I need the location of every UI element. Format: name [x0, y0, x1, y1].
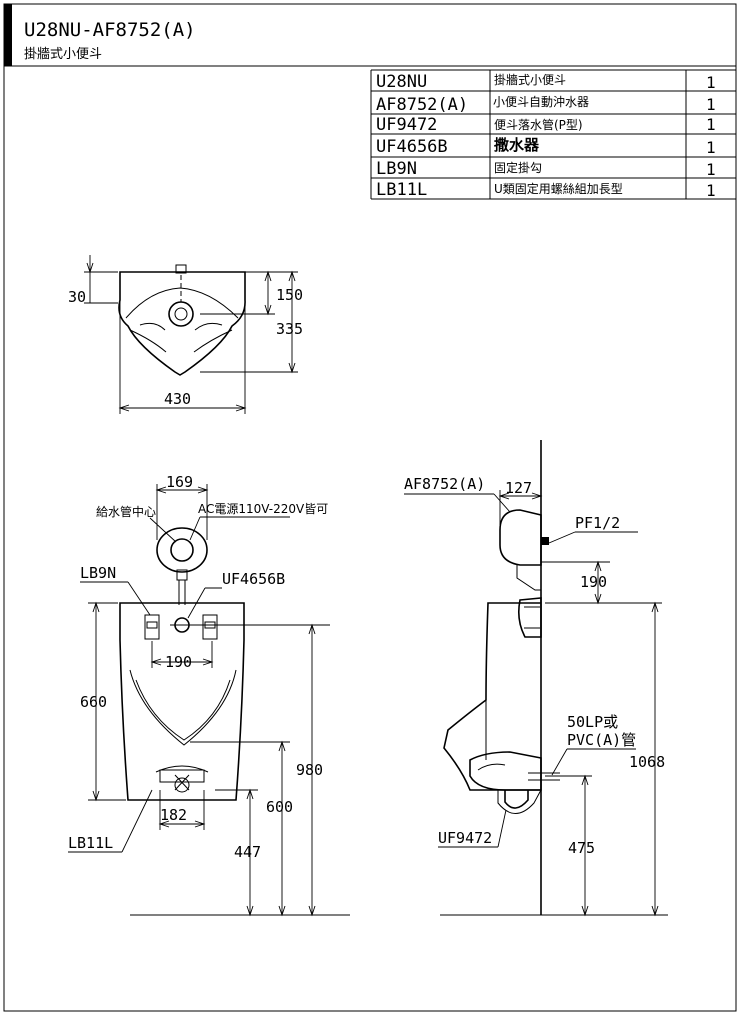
- dim-600-label: 600: [266, 798, 293, 816]
- part-name: 小便斗自動沖水器: [493, 95, 589, 109]
- dim-660-label: 660: [80, 693, 107, 711]
- sheet-border: [3, 3, 737, 1012]
- part-code: LB9N: [376, 159, 417, 179]
- dim-980-label: 980: [296, 761, 323, 779]
- part-code: AF8752(A): [376, 95, 468, 115]
- dim-169-label: 169: [166, 473, 193, 491]
- title-bar-accent: [4, 4, 12, 66]
- dim-430-label: 430: [164, 390, 191, 408]
- dim-447-label: 447: [234, 843, 261, 861]
- pipe-label-line1: 50LP或: [567, 713, 618, 731]
- parts-table: U28NU 掛牆式小便斗 1 AF8752(A) 小便斗自動沖水器 1 UF94…: [370, 69, 736, 200]
- lb9n-label: LB9N: [80, 564, 116, 582]
- front-view: 169 給水管中心 AC電源110V-220V皆可 LB9N UF4656B: [68, 473, 350, 917]
- water-pipe-center-label: 給水管中心: [96, 504, 156, 519]
- part-code: LB11L: [376, 180, 427, 200]
- uf4656b-label: UF4656B: [222, 570, 285, 588]
- part-qty: 1: [706, 160, 716, 179]
- top-view: 30 150 335 430: [68, 255, 303, 414]
- part-code: UF9472: [376, 115, 437, 135]
- part-name: 便斗落水管(P型): [494, 117, 583, 132]
- dim-30-label: 30: [68, 288, 86, 306]
- af8752-label: AF8752(A): [404, 475, 485, 493]
- part-code: UF4656B: [376, 137, 448, 157]
- part-qty: 1: [706, 73, 716, 92]
- part-name: 固定掛勾: [494, 160, 542, 175]
- part-qty: 1: [706, 181, 716, 200]
- ac-power-label: AC電源110V-220V皆可: [198, 502, 328, 516]
- dim-475-label: 475: [568, 839, 595, 857]
- dim-127-label: 127: [505, 479, 532, 497]
- pipe-label-line2: PVC(A)管: [567, 731, 636, 749]
- lb11l-label: LB11L: [68, 834, 113, 852]
- part-name: U類固定用螺絲組加長型: [494, 181, 623, 196]
- part-qty: 1: [706, 95, 716, 114]
- model-subtitle: 掛牆式小便斗: [24, 47, 102, 62]
- dim-335-label: 335: [276, 320, 303, 338]
- dim-150-label: 150: [276, 286, 303, 304]
- dim-1068-label: 1068: [629, 753, 665, 771]
- part-qty: 1: [706, 138, 716, 157]
- pf-label: PF1/2: [575, 514, 620, 532]
- dim-190-side-label: 190: [580, 573, 607, 591]
- dim-182-label: 182: [160, 806, 187, 824]
- part-code: U28NU: [376, 72, 427, 92]
- part-name: 掛牆式小便斗: [494, 72, 566, 87]
- side-view: AF8752(A) 127 PF1/2 190: [404, 440, 668, 917]
- part-name: 撒水器: [494, 136, 540, 154]
- model-title: U28NU-AF8752(A): [24, 19, 196, 41]
- dim-190-front-label: 190: [165, 653, 192, 671]
- uf9472-label: UF9472: [438, 829, 492, 847]
- part-qty: 1: [706, 115, 716, 134]
